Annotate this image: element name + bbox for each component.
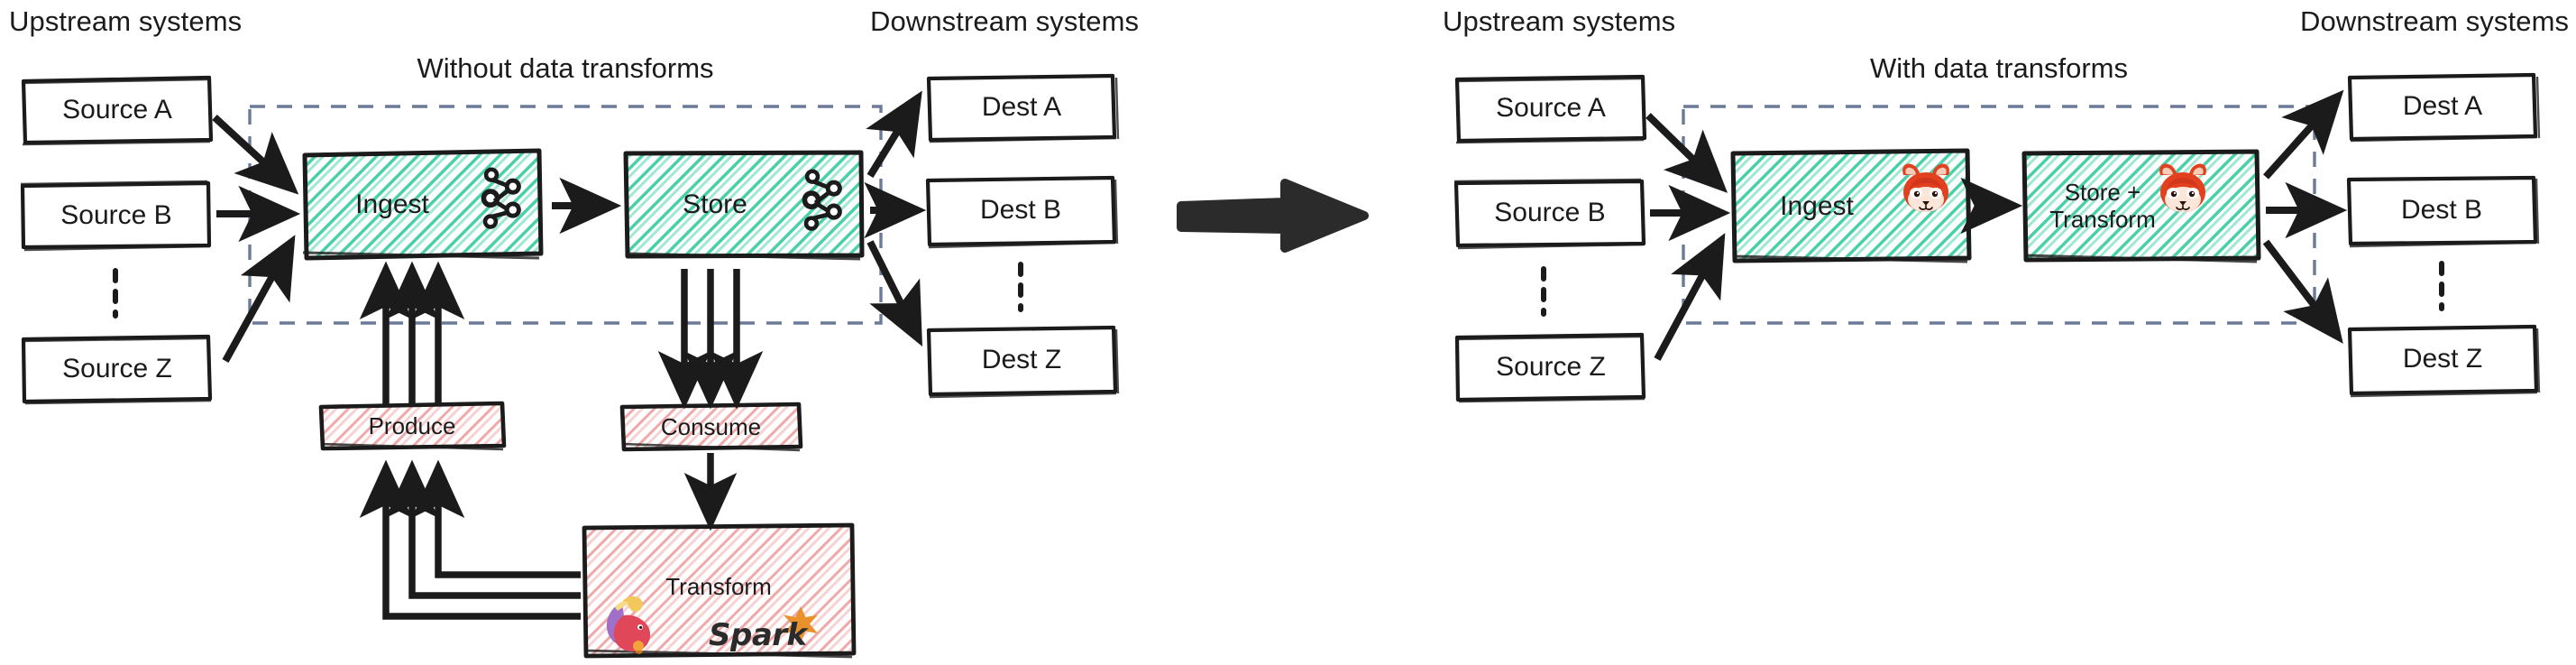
right-source-b-box bbox=[1453, 178, 1646, 250]
kafka-icon bbox=[481, 167, 521, 229]
spark-icon bbox=[784, 606, 818, 642]
right-dest-b-box bbox=[2346, 175, 2540, 248]
redpanda-icon bbox=[1902, 163, 1949, 212]
left-store-box bbox=[623, 150, 865, 261]
left-source-a-box bbox=[21, 75, 214, 146]
spark-wordmark: Spark bbox=[709, 617, 807, 653]
left-source-b-box bbox=[20, 180, 212, 252]
right-dest-a-box bbox=[2347, 72, 2541, 143]
right-arrow-store-to-dest-a bbox=[2263, 89, 2344, 180]
left-transform-box bbox=[582, 522, 857, 659]
right-dest-z-box bbox=[2347, 324, 2541, 398]
left-consume-box bbox=[619, 402, 803, 452]
left-arrow-store-to-dest-a bbox=[866, 90, 922, 179]
redpanda-icon bbox=[2159, 163, 2206, 212]
right-upstream-header: Upstream systems bbox=[1443, 5, 1676, 37]
right-panel-title: With data transforms bbox=[1870, 52, 2128, 84]
kafka-icon bbox=[802, 169, 842, 231]
left-ingest-box bbox=[302, 148, 544, 261]
left-arrows-produce-to-ingest bbox=[359, 261, 465, 404]
right-source-a-box bbox=[1454, 74, 1647, 144]
left-produce-box bbox=[318, 401, 507, 451]
left-downstream-header: Downstream systems bbox=[870, 5, 1140, 37]
right-arrow-source-z-to-ingest bbox=[1654, 233, 1726, 361]
scala-icon bbox=[606, 596, 651, 654]
big-right-arrow-icon bbox=[1177, 179, 1369, 253]
right-store-transform-box bbox=[2021, 149, 2261, 263]
right-source-z-box bbox=[1454, 332, 1646, 403]
left-arrow-source-z-to-ingest bbox=[222, 235, 296, 363]
left-dest-a-box bbox=[926, 73, 1120, 143]
left-upstream-header: Upstream systems bbox=[9, 5, 243, 37]
left-dest-b-box bbox=[925, 175, 1119, 249]
left-dest-z-box bbox=[926, 325, 1120, 399]
right-arrow-store-to-dest-z bbox=[2262, 239, 2343, 344]
left-panel-title: Without data transforms bbox=[417, 52, 714, 84]
right-downstream-header: Downstream systems bbox=[2300, 5, 2570, 37]
right-arrow-source-a-to-ingest bbox=[1646, 113, 1728, 193]
left-arrow-store-to-dest-z bbox=[866, 240, 923, 347]
left-arrows-transform-to-produce bbox=[359, 459, 581, 620]
left-arrow-source-a-to-ingest bbox=[212, 115, 299, 195]
left-source-z-box bbox=[21, 334, 213, 405]
left-arrows-store-to-consume bbox=[657, 269, 764, 410]
